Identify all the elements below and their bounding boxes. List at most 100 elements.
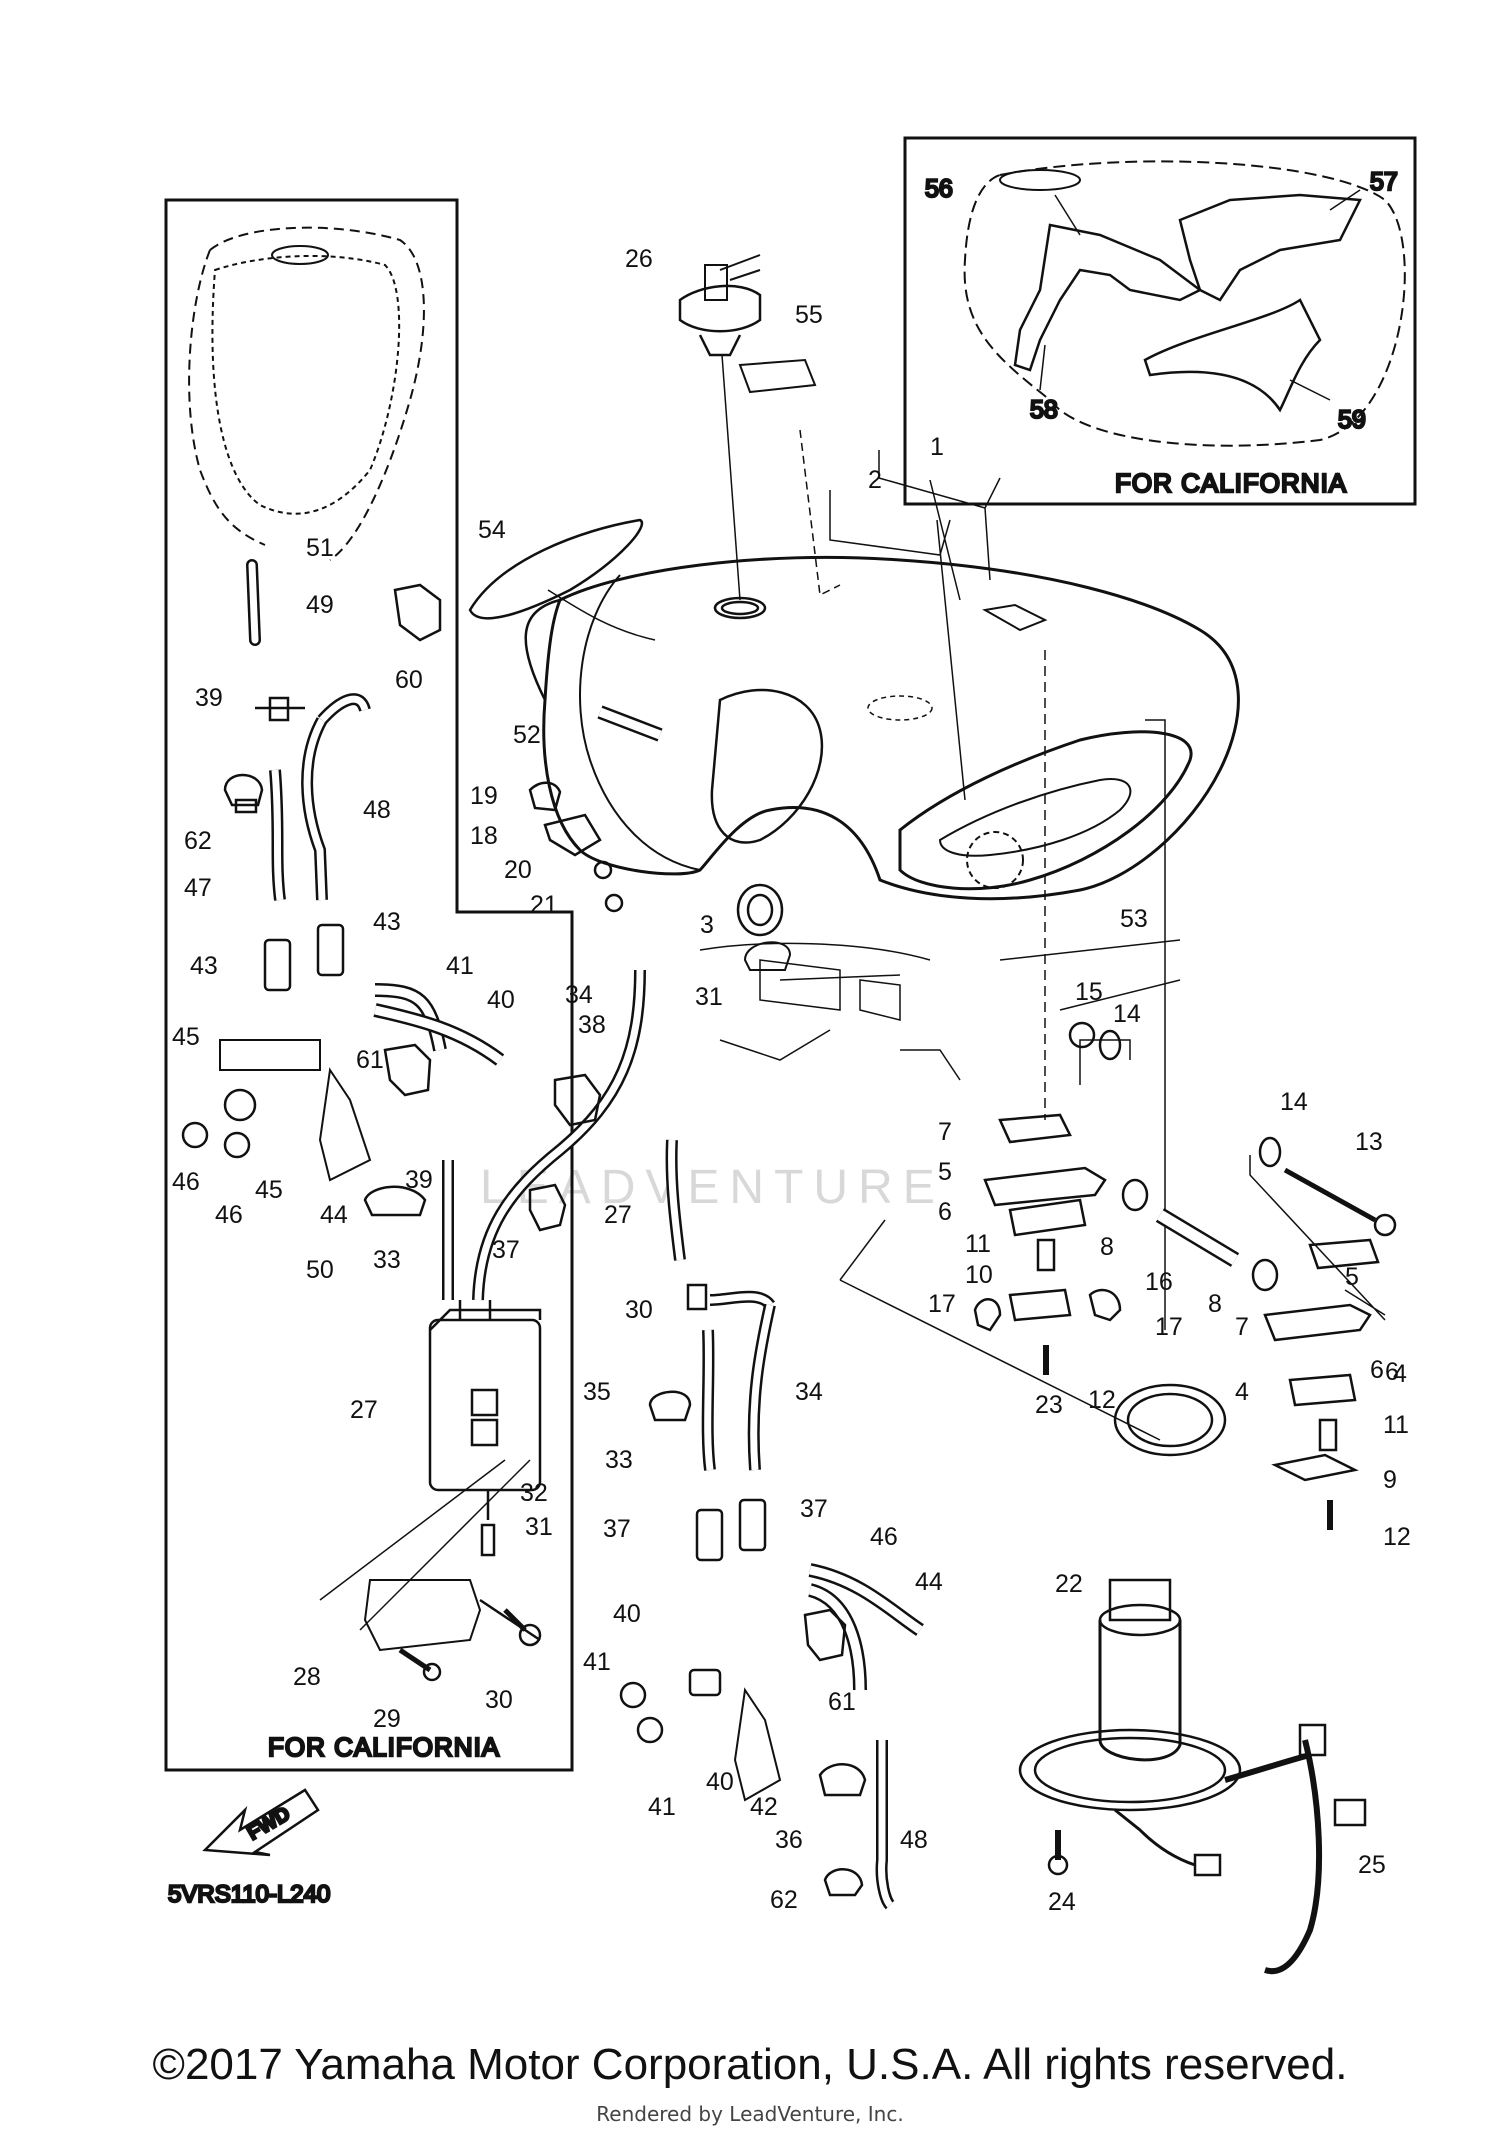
fwd-arrow: FWD: [202, 1788, 320, 1857]
copyright-text: ©2017 Yamaha Motor Corporation, U.S.A. A…: [152, 2040, 1348, 2089]
rendered-by-text: Rendered by LeadVenture, Inc.: [596, 2102, 904, 2126]
inset-label: FOR CALIFORNIA: [1115, 468, 1347, 498]
california-inset: 56 57 58 59 FOR CALIFORNIA: [903, 136, 1417, 506]
callout-33b: 33: [605, 1446, 633, 1474]
callout-12b: 12: [1383, 1523, 1411, 1551]
callout-2: 2: [868, 466, 882, 494]
callout-44: 44: [320, 1201, 348, 1229]
callout-5: 5: [938, 1158, 952, 1186]
callout-51: 51: [306, 534, 334, 562]
callout-26: 26: [625, 245, 653, 273]
callout-61: 61: [356, 1046, 384, 1074]
callout-33: 33: [373, 1246, 401, 1274]
callout-10: 10: [965, 1261, 993, 1289]
callout-41b: 41: [583, 1648, 611, 1676]
hose-assembly: [619, 1139, 924, 1910]
california-panel: FOR CALIFORNIA: [164, 198, 646, 1772]
callout-61b: 61: [828, 1688, 856, 1716]
callout-1: 1: [930, 433, 944, 461]
callout-8: 8: [1100, 1233, 1114, 1261]
callout-30: 30: [485, 1686, 513, 1714]
callout-11: 11: [965, 1230, 991, 1258]
callout-37b: 37: [603, 1515, 631, 1543]
callout-50: 50: [306, 1256, 334, 1284]
callout-13: 13: [1355, 1128, 1383, 1156]
callout-34b: 34: [795, 1378, 823, 1406]
callout-6b: 6: [1370, 1356, 1384, 1384]
callout-34: 34: [565, 981, 593, 1009]
callout-43: 43: [190, 952, 218, 980]
callout-44b: 44: [915, 1568, 943, 1596]
callout-6: 6: [938, 1198, 952, 1226]
callout-60: 60: [395, 666, 423, 694]
callout-62b: 62: [770, 1886, 798, 1914]
callout-5b: 5: [1345, 1263, 1359, 1291]
callout-25: 25: [1358, 1851, 1386, 1879]
callout-16: 16: [1145, 1268, 1173, 1296]
callout-20: 20: [504, 856, 532, 884]
callout-14: 14: [1280, 1088, 1308, 1116]
callout-28: 28: [293, 1663, 321, 1691]
callout-41c: 41: [648, 1793, 676, 1821]
callout-46: 46: [172, 1168, 200, 1196]
callout-4b: 4: [1393, 1360, 1407, 1388]
callout-45: 45: [172, 1023, 200, 1051]
callout-62: 62: [184, 827, 212, 855]
callout-17: 17: [928, 1290, 956, 1318]
callout-41: 41: [446, 952, 474, 980]
callout-53: 53: [1120, 905, 1148, 933]
callout-7b: 7: [1235, 1313, 1249, 1341]
panel-label: FOR CALIFORNIA: [268, 1732, 500, 1762]
callout-49: 49: [306, 591, 334, 619]
callout-24: 24: [1048, 1888, 1076, 1916]
callout-52: 52: [513, 721, 541, 749]
callout-35: 35: [583, 1378, 611, 1406]
callout-12: 12: [1088, 1386, 1116, 1414]
callout-27b: 27: [604, 1201, 632, 1229]
callout-59: 59: [1338, 406, 1366, 434]
callout-32: 32: [520, 1479, 548, 1507]
diagram-code: 5VRS110-L240: [168, 1881, 330, 1908]
callout-27: 27: [350, 1396, 378, 1424]
callout-57: 57: [1370, 168, 1398, 196]
callout-48b: 48: [900, 1826, 928, 1854]
callout-56: 56: [925, 175, 953, 203]
callout-55: 55: [795, 301, 823, 329]
callout-48: 48: [363, 796, 391, 824]
callout-18: 18: [470, 822, 498, 850]
callout-40c: 40: [706, 1768, 734, 1796]
callout-40: 40: [487, 986, 515, 1014]
callout-4: 4: [1235, 1378, 1249, 1406]
fuel-pump: [839, 1219, 1367, 1975]
callout-31: 31: [525, 1513, 553, 1541]
callout-46b: 46: [215, 1201, 243, 1229]
callout-7: 7: [938, 1118, 952, 1146]
callout-14b: 14: [1113, 1000, 1141, 1028]
callout-29: 29: [373, 1705, 401, 1733]
callout-58: 58: [1030, 396, 1058, 424]
callout-30b: 30: [625, 1296, 653, 1324]
callout-42: 42: [750, 1793, 778, 1821]
callout-23: 23: [1035, 1391, 1063, 1419]
callout-54: 54: [478, 516, 506, 544]
callout-6c: 6: [1385, 1358, 1399, 1386]
callout-37: 37: [492, 1236, 520, 1264]
callout-45b: 45: [255, 1176, 283, 1204]
callout-17b: 17: [1155, 1313, 1183, 1341]
callout-31b: 31: [695, 983, 723, 1011]
fwd-label: FWD: [244, 1803, 294, 1845]
callout-39: 39: [195, 684, 223, 712]
callouts: 1 2 3 4 4 5 5 6 6 6 7 7 8 8 9 10 11 11 1…: [172, 245, 1411, 1916]
callout-22: 22: [1055, 1570, 1083, 1598]
callout-46c: 46: [870, 1523, 898, 1551]
callout-21: 21: [530, 891, 558, 919]
callout-8b: 8: [1208, 1290, 1222, 1318]
callout-47: 47: [184, 874, 212, 902]
callout-43b: 43: [373, 908, 401, 936]
callout-36: 36: [775, 1826, 803, 1854]
callout-3: 3: [700, 911, 714, 939]
callout-38: 38: [578, 1011, 606, 1039]
callout-37c: 37: [800, 1495, 828, 1523]
fuel-tank: [468, 254, 1240, 1330]
